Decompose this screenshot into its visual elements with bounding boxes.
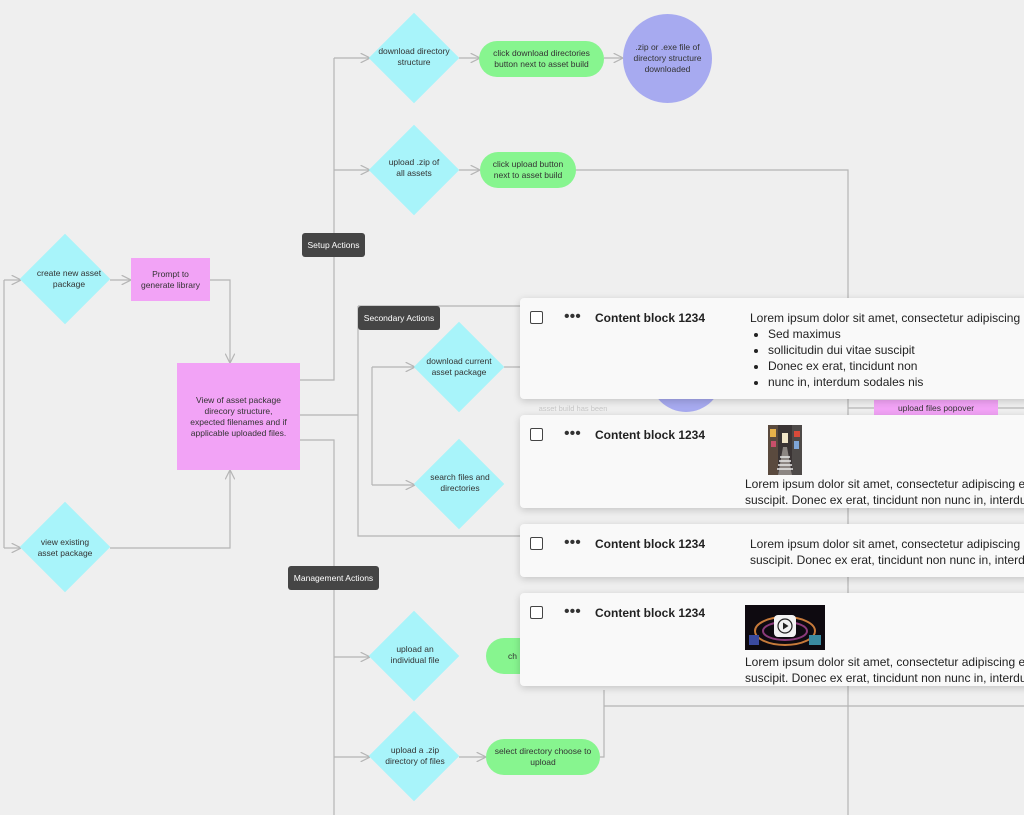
click-download-label: click download directories button next t…	[493, 48, 590, 69]
prompt-generate-label: Prompt to generate library	[140, 268, 201, 290]
play-icon[interactable]	[774, 615, 796, 637]
bullet-item: nunc in, interdum sodales nis	[768, 374, 1020, 390]
view-structure-box	[177, 363, 300, 470]
content-card-2[interactable]: ••• Content block 1234 Lorem ipsum dolor…	[520, 415, 1024, 508]
bullet-item: Donec ex erat, tincidunt non	[768, 358, 1020, 374]
download-directory-label: download directory structure	[378, 46, 450, 67]
select-directory-pill	[486, 739, 600, 775]
management-actions-tag: Management Actions	[288, 566, 379, 590]
click-upload-pill	[480, 152, 576, 188]
secondary-actions-tag: Secondary Actions	[358, 306, 440, 330]
content-card-3[interactable]: ••• Content block 1234 Lorem ipsum dolor…	[520, 524, 1024, 577]
card-title: Content block 1234	[595, 537, 706, 551]
card-title: Content block 1234	[595, 428, 706, 442]
zip-downloaded-label: .zip or .exe file of directory structure…	[633, 41, 702, 74]
card-bullet-list: Sed maximus sollicitudin dui vitae susci…	[750, 326, 1020, 390]
upload-popover-box	[874, 400, 998, 416]
card-text-line-1: Lorem ipsum dolor sit amet, consectetur …	[745, 477, 1024, 491]
card-checkbox[interactable]	[530, 311, 543, 324]
view-structure-label: View of asset package direcory structure…	[190, 394, 287, 438]
select-directory-label: select directory choose to upload	[494, 746, 592, 767]
city-street-thumbnail	[768, 425, 802, 475]
content-card-4[interactable]: ••• Content block 1234 Lorem ipsum dolor…	[520, 593, 1024, 686]
card-text: Lorem ipsum dolor sit amet, consectetur …	[750, 310, 1020, 390]
card-title: Content block 1234	[595, 311, 706, 325]
prompt-generate-box	[131, 258, 210, 301]
bullet-item: sollicitudin dui vitae suscipit	[768, 342, 1020, 358]
create-new-label: create new asset package	[36, 268, 102, 289]
search-files-label: search files and directories	[430, 472, 490, 493]
click-upload-label: click upload button next to asset build	[492, 159, 564, 180]
more-options-icon[interactable]: •••	[564, 603, 581, 620]
card-checkbox[interactable]	[530, 606, 543, 619]
upload-zip-all-label: upload .zip of all assets	[388, 157, 440, 178]
card-checkbox[interactable]	[530, 537, 543, 550]
upload-zip-dir-label: upload a .zip directory of files	[385, 745, 445, 766]
card-title: Content block 1234	[595, 606, 706, 620]
more-options-icon[interactable]: •••	[564, 425, 581, 442]
content-card-1[interactable]: ••• Content block 1234 Lorem ipsum dolor…	[520, 298, 1024, 399]
view-existing-label: view existing asset package	[37, 537, 93, 558]
choose-partial-label: ch	[508, 650, 517, 661]
upload-popover-label: upload files popover	[897, 402, 975, 413]
card-text-line-1: Lorem ipsum dolor sit amet, consectetur …	[750, 537, 1021, 551]
upload-individual-label: upload an individual file	[390, 644, 440, 665]
bullet-item: Sed maximus	[768, 326, 1020, 342]
card-checkbox[interactable]	[530, 428, 543, 441]
video-thumbnail[interactable]	[745, 605, 825, 650]
card-text-line-2: suscipit. Donec ex erat, tincidunt non n…	[745, 671, 1024, 685]
card-text-line-1: Lorem ipsum dolor sit amet, consectetur …	[745, 655, 1024, 669]
download-current-label: download current asset package	[426, 356, 492, 377]
faint-note: asset build has been	[538, 403, 608, 413]
card-text-line: Lorem ipsum dolor sit amet, consectetur …	[750, 311, 1021, 325]
zip-downloaded-circle	[623, 14, 712, 103]
card-text-line-2: suscipit. Donec ex erat, tincidunt non n…	[745, 493, 1024, 507]
more-options-icon[interactable]: •••	[564, 308, 581, 325]
more-options-icon[interactable]: •••	[564, 534, 581, 551]
card-text-line-2: suscipit. Donec ex erat, tincidunt non n…	[750, 553, 1024, 567]
setup-actions-tag: Setup Actions	[302, 233, 365, 257]
click-download-pill	[479, 41, 604, 77]
